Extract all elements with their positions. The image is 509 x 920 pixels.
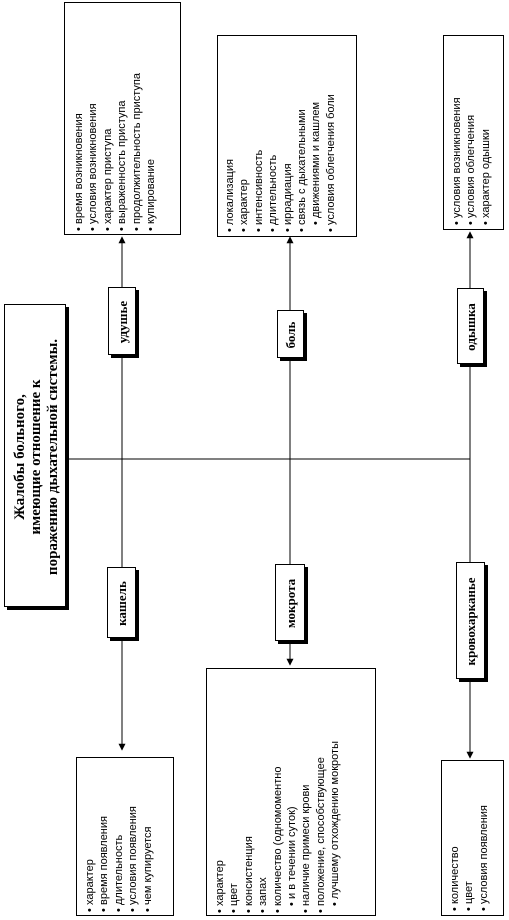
list-item: консистенция <box>242 673 256 913</box>
list-item: лучшему отхождению мокроты <box>328 673 342 913</box>
list-item: иррадиация <box>281 42 295 232</box>
list-item: характер одышки <box>479 45 493 225</box>
list-item: условия облегчения боли <box>324 42 338 232</box>
label-udushye: удушье <box>108 287 136 355</box>
list-item: характер <box>213 673 227 913</box>
list-item: наличие примеси крови <box>299 673 313 913</box>
details-udushye: время возникновения условия возникновени… <box>64 2 181 235</box>
list-item: количество <box>448 765 462 911</box>
list-item: и в течении суток) <box>285 673 299 913</box>
label-kashel: кашель <box>107 567 136 638</box>
list-item: длительность <box>112 762 126 912</box>
list-item: длительность <box>266 42 280 232</box>
list-item: цвет <box>227 673 241 913</box>
list-item: выраженность приступа <box>115 9 129 231</box>
details-mokrota: характер цвет консистенция запах количес… <box>206 668 376 916</box>
list-item: время возникновения <box>72 9 86 231</box>
list-item: условия возникновения <box>450 45 464 225</box>
list-item: время появления <box>97 762 111 912</box>
list-item: запах <box>256 673 270 913</box>
details-krovoharkanye-list: количество цвет условия появления <box>448 765 491 911</box>
list-item: характер <box>237 42 251 232</box>
list-item: количество (одномоментно <box>271 673 285 913</box>
list-item: связь с дыхательными <box>295 42 309 232</box>
label-odyshka: одышка <box>457 288 484 364</box>
list-item: условия облегчения <box>464 45 478 225</box>
label-krovoharkanye: кровохарканье <box>456 562 485 679</box>
details-bol: локализация характер интенсивность длите… <box>217 35 357 237</box>
list-item: движениями и кашлем <box>309 42 323 232</box>
details-kashel-list: характер время появления длительность ус… <box>83 762 155 912</box>
details-odyshka: условия возникновения условия облегчения… <box>443 35 504 230</box>
details-krovoharkanye: количество цвет условия появления <box>441 760 504 916</box>
details-bol-list: локализация характер интенсивность длите… <box>223 42 338 232</box>
title-line-3: поражению дыхательной системы. <box>45 338 61 576</box>
list-item: интенсивность <box>252 42 266 232</box>
details-kashel: характер время появления длительность ус… <box>76 757 174 916</box>
list-item: локализация <box>223 42 237 232</box>
title-box: Жалобы больного, имеющие отношение к пор… <box>4 304 66 607</box>
list-item: продолжительность приступа <box>130 9 144 231</box>
list-item: цвет <box>462 765 476 911</box>
list-item: положение, способствующее <box>314 673 328 913</box>
label-mokrota: мокрота <box>275 564 305 641</box>
list-item: условия появления <box>126 762 140 912</box>
list-item: купирование <box>144 9 158 231</box>
list-item: характер приступа <box>101 9 115 231</box>
details-udushye-list: время возникновения условия возникновени… <box>72 9 158 231</box>
list-item: условия появления <box>477 765 491 911</box>
details-mokrota-list: характер цвет консистенция запах количес… <box>213 673 343 913</box>
details-odyshka-list: условия возникновения условия облегчения… <box>450 45 493 225</box>
list-item: чем купируется <box>141 762 155 912</box>
list-item: характер <box>83 762 97 912</box>
label-bol: боль <box>277 310 304 358</box>
list-item: условия возникновения <box>86 9 100 231</box>
